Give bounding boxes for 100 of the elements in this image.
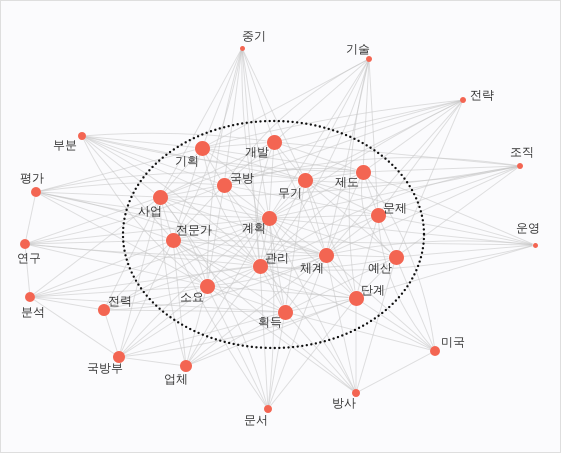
edge-line — [312, 182, 534, 245]
edge-line — [265, 176, 358, 262]
edge-line — [208, 150, 298, 178]
node-label: 전력 — [108, 295, 132, 307]
edge-line — [85, 136, 356, 172]
edge-line — [83, 139, 202, 282]
edge-line — [178, 244, 354, 391]
edge-line — [327, 61, 369, 248]
edge-line — [180, 240, 320, 255]
edge-line — [368, 62, 378, 208]
edge-line — [204, 50, 242, 142]
edge-line — [269, 148, 274, 212]
edge-line — [270, 303, 352, 406]
edge-line — [398, 102, 462, 251]
edge-line — [180, 219, 262, 239]
edge-line — [266, 268, 350, 296]
edge-line — [330, 260, 352, 292]
edge-line — [306, 186, 324, 248]
node-label: 예산 — [368, 262, 392, 274]
edge-line — [40, 192, 320, 254]
node-label: 제도 — [335, 176, 359, 188]
edge-line — [272, 61, 368, 212]
edge-line — [164, 202, 268, 406]
edge-line — [312, 172, 356, 180]
edge-line — [34, 296, 278, 312]
edge-line — [226, 191, 258, 260]
edge-line — [123, 290, 202, 354]
edge-line — [402, 167, 518, 254]
node-label: 운영 — [516, 222, 540, 234]
edge-line — [274, 222, 351, 294]
edge-line — [106, 203, 158, 306]
edge-line — [166, 198, 320, 254]
edge-line — [160, 204, 185, 361]
edge-line — [178, 244, 280, 308]
edge-line — [29, 244, 319, 257]
edge-line — [242, 50, 272, 136]
edge-line — [40, 194, 201, 283]
edge-line — [164, 202, 206, 280]
node-label: 체계 — [300, 262, 324, 274]
edge-line — [34, 266, 254, 297]
node-label: 국방부 — [87, 362, 123, 374]
edge-line — [212, 223, 264, 281]
edge-line — [402, 244, 533, 257]
edge-line — [280, 142, 518, 166]
node-label: 방사 — [332, 397, 356, 409]
edge-line — [85, 136, 298, 180]
edge-line — [263, 272, 282, 306]
node-label: 계획 — [242, 222, 266, 234]
edge-line — [275, 174, 357, 216]
edge-line — [34, 286, 200, 298]
edge-line — [242, 50, 260, 260]
edge-line — [180, 242, 254, 264]
edge-line — [30, 240, 166, 244]
edge-line — [229, 146, 269, 181]
edge-line — [311, 182, 372, 212]
node-label: 소요 — [180, 291, 204, 303]
edge-line — [162, 204, 172, 234]
edge-line — [166, 100, 461, 195]
edge-line — [356, 264, 394, 390]
edge-line — [384, 166, 518, 214]
edge-line — [276, 220, 390, 256]
node-label: 부분 — [53, 139, 77, 151]
edge-line — [86, 132, 268, 142]
edge-line — [398, 263, 434, 347]
edge-line — [366, 178, 435, 347]
edge-line — [214, 288, 278, 310]
edge-line — [228, 190, 320, 254]
edge-line — [274, 100, 461, 214]
edge-line — [34, 242, 167, 296]
edge-line — [274, 222, 320, 252]
edge-line — [173, 246, 186, 361]
edge-line — [231, 180, 298, 186]
edge-line — [163, 50, 242, 191]
edge-line — [328, 178, 360, 249]
edge-line — [84, 138, 169, 235]
node-label: 기획 — [175, 155, 199, 167]
edge-line — [230, 157, 518, 184]
node-label: 획득 — [258, 316, 282, 328]
edge-line — [208, 60, 367, 145]
node-label: 전략 — [470, 89, 494, 101]
edge-line — [242, 50, 302, 174]
edge-line — [230, 100, 461, 183]
edge-line — [307, 186, 354, 292]
node-label: 기술 — [346, 43, 370, 55]
edge-line — [260, 273, 268, 406]
edge-line — [109, 287, 200, 310]
edge-line — [214, 286, 350, 298]
node-label: 국방 — [230, 172, 254, 184]
edge-line — [191, 300, 350, 364]
edge-line — [85, 136, 196, 148]
node-label: 단계 — [361, 284, 385, 296]
edge-line — [360, 262, 392, 294]
edge-line — [268, 224, 274, 406]
edge-line — [190, 315, 279, 364]
node-label: 중기 — [242, 30, 266, 42]
edge-line — [29, 198, 154, 243]
edge-line — [108, 266, 254, 308]
edge-line — [176, 50, 242, 234]
edge-line — [29, 187, 218, 244]
edge-line — [210, 292, 267, 406]
